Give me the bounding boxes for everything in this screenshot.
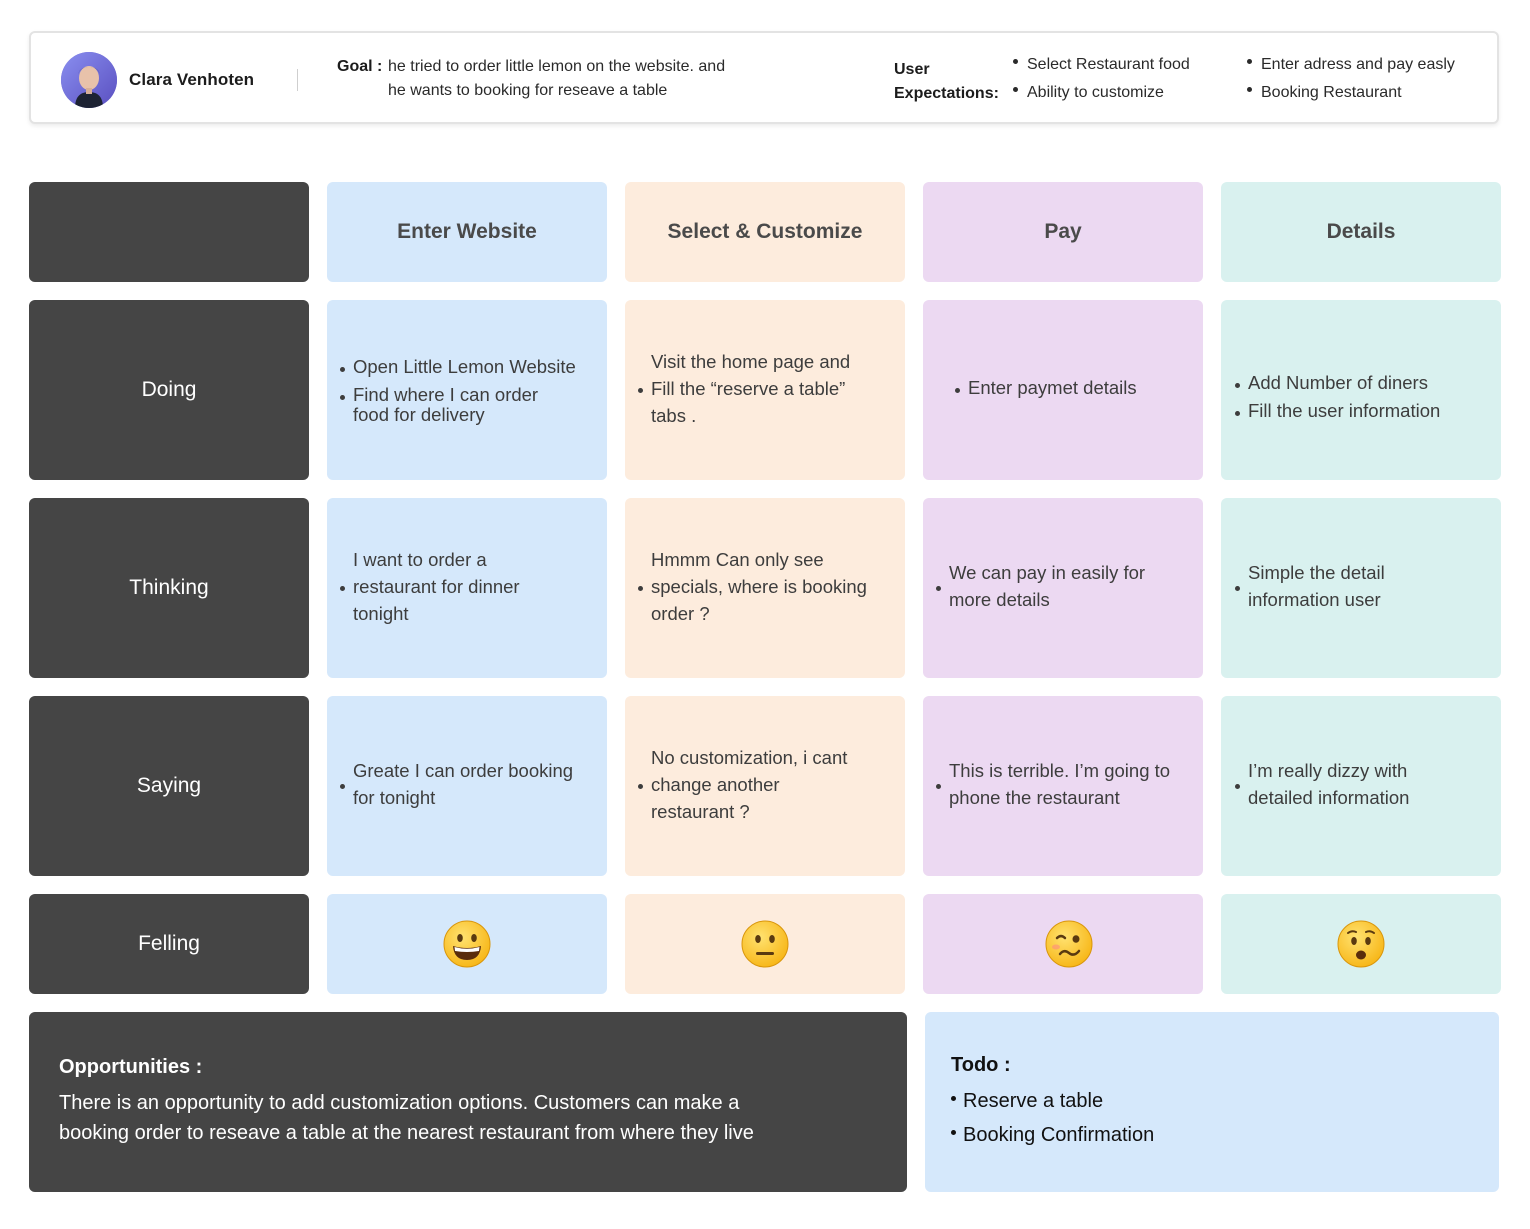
feeling-details (1221, 894, 1501, 994)
persona-card: Clara Venhoten Goal : he tried to order … (29, 31, 1499, 124)
opportunities-text: There is an opportunity to add customiza… (59, 1092, 740, 1114)
goal-text: he tried to order little lemon on the we… (388, 58, 726, 75)
saying-select-customize: No customization, i cant change another … (625, 696, 905, 876)
row-label-feeling: Felling (29, 894, 309, 994)
expectation-item: Booking Restaurant (1247, 84, 1402, 102)
doing-enter-website: Open Little Lemon Website Find where I c… (327, 300, 607, 480)
row-label-saying: Saying (29, 696, 309, 876)
opportunities-title: Opportunities : (59, 1056, 203, 1078)
thinking-enter-website: I want to order a restaurant for dinner … (327, 498, 607, 678)
saying-details: I’m really dizzy with detailed informati… (1221, 696, 1501, 876)
row-label-doing: Doing (29, 300, 309, 480)
grinning-face-icon (443, 920, 491, 968)
todo-panel: Todo : Reserve a table Booking Confirmat… (925, 1012, 1499, 1192)
feeling-enter-website (327, 894, 607, 994)
todo-item: Reserve a table (951, 1090, 1103, 1113)
saying-enter-website: Greate I can order booking for tonight (327, 696, 607, 876)
header-divider (297, 69, 298, 91)
column-header-pay: Pay (923, 182, 1203, 282)
row-label-thinking: Thinking (29, 498, 309, 678)
doing-select-customize: Visit the home page and Fill the “reserv… (625, 300, 905, 480)
thinking-details: Simple the detail information user (1221, 498, 1501, 678)
feeling-select-customize (625, 894, 905, 994)
avatar (61, 52, 117, 108)
persona-name: Clara Venhoten (129, 70, 255, 89)
expectation-item: Enter adress and pay easly (1247, 56, 1455, 74)
thinking-select-customize: Hmmm Can only see specials, where is boo… (625, 498, 905, 678)
column-header-enter-website: Enter Website (327, 182, 607, 282)
column-header-select-customize: Select & Customize (625, 182, 905, 282)
saying-pay: This is terrible. I’m going to phone the… (923, 696, 1203, 876)
todo-title: Todo : (951, 1054, 1011, 1076)
goal-text: he wants to booking for reseave a table (388, 82, 668, 99)
worried-face-icon (1337, 920, 1385, 968)
feeling-pay (923, 894, 1203, 994)
column-header-details: Details (1221, 182, 1501, 282)
neutral-face-icon (741, 920, 789, 968)
todo-item: Booking Confirmation (951, 1124, 1154, 1147)
expectation-item: Ability to customize (1013, 84, 1164, 102)
opportunities-text: booking order to reseave a table at the … (59, 1122, 754, 1144)
thinking-pay: We can pay in easily for more details (923, 498, 1203, 678)
doing-pay: Enter paymet details (923, 300, 1203, 480)
woozy-face-icon (1045, 920, 1093, 968)
corner-cell (29, 182, 309, 282)
goal-label: Goal : (337, 58, 383, 75)
expectation-item: Select Restaurant food (1013, 56, 1190, 74)
expectations-label: User Expectations: (894, 61, 999, 102)
doing-details: Add Number of diners Fill the user infor… (1221, 300, 1501, 480)
opportunities-panel: Opportunities : There is an opportunity … (29, 1012, 907, 1192)
